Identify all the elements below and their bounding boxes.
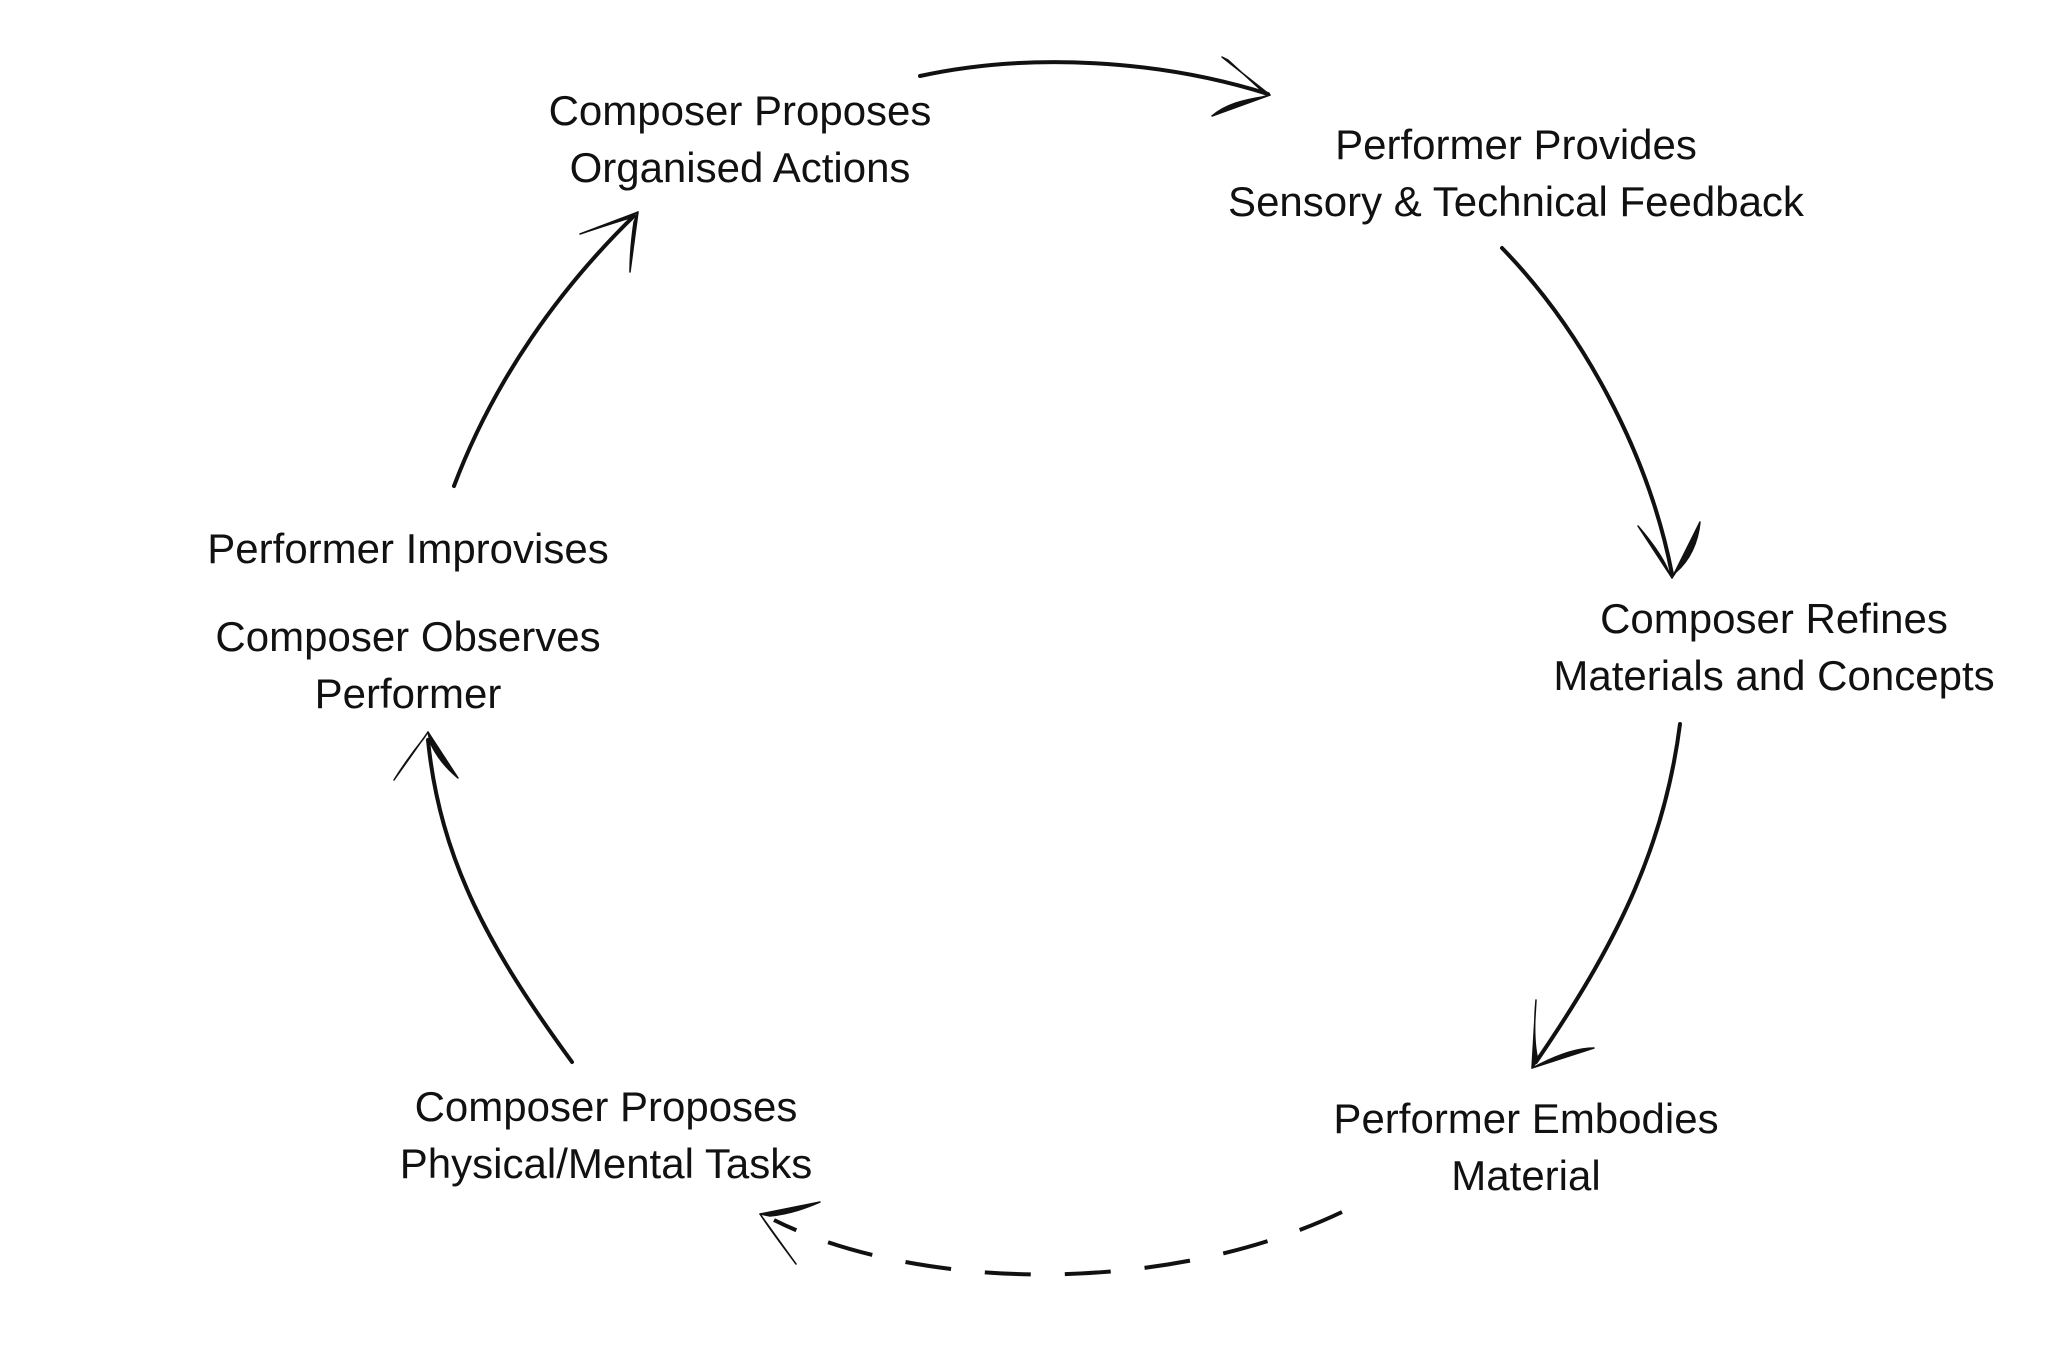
node-line: Performer [314,670,502,717]
node-line: Performer Provides [1335,121,1697,168]
node-line: Organised Actions [569,144,911,191]
node-line: Composer Refines [1600,595,1948,642]
node-line: Material [1451,1152,1601,1199]
arrow-tasks-to-observes [393,731,574,1064]
node-composer-proposes-organised-actions: Composer Proposes Organised Actions [549,82,932,196]
node-performer-improvises: Performer Improvises [207,520,608,577]
node-line: Materials and Concepts [1553,652,1995,699]
node-line: Composer Proposes [548,87,932,134]
node-line: Composer Observes [215,613,601,660]
node-performer-provides-feedback: Performer Provides Sensory & Technical F… [1228,116,1804,230]
node-line: Performer Embodies [1333,1095,1719,1142]
node-composer-refines: Composer Refines Materials and Concepts [1553,590,1994,704]
node-line: Sensory & Technical Feedback [1228,178,1804,225]
node-composer-observes: Composer Observes Performer [215,608,600,722]
node-performer-embodies: Performer Embodies Material [1333,1090,1718,1204]
node-line: Performer Improvises [207,525,609,572]
arrow-proposes-to-feedback [918,56,1271,117]
arrow-refines-to-embodies [1531,722,1682,1069]
arrow-improvises-to-proposes [452,211,639,488]
arrow-embodies-to-tasks [759,1201,1343,1277]
node-line: Composer Proposes [414,1083,798,1130]
node-line: Physical/Mental Tasks [399,1140,813,1187]
node-composer-proposes-tasks: Composer Proposes Physical/Mental Tasks [400,1078,812,1192]
arrow-feedback-to-refines [1500,246,1701,579]
